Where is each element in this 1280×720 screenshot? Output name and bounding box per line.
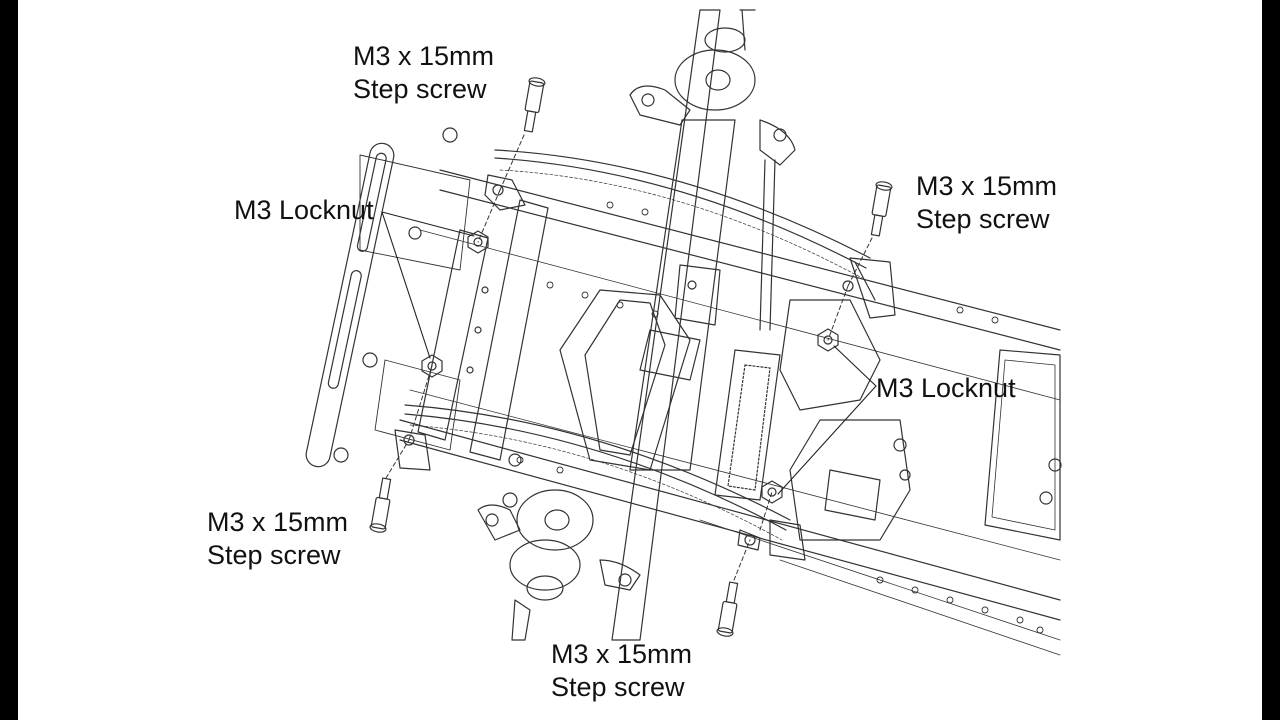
callout-line-part: M3 Locknut (876, 373, 1016, 403)
callout-line-size: M3 x 15mm (916, 171, 1058, 201)
callout-step-screw-top-right: M3 x 15mm Step screw (916, 170, 1057, 236)
cross-members (417, 199, 549, 461)
locknut-bottom-right (761, 480, 783, 504)
assembly-lines (385, 134, 873, 581)
right-black-bar (1262, 0, 1280, 720)
top-axle-housing (629, 27, 796, 331)
callout-line-part: Step screw (551, 672, 685, 702)
bottom-axle-housing (477, 453, 641, 641)
step-screw-top-left (523, 77, 546, 133)
left-black-bar (0, 0, 18, 720)
locknut-middle-left (421, 354, 443, 378)
electronics-box (984, 349, 1062, 541)
locknut-top-left (467, 230, 489, 254)
spring-mounts (394, 174, 896, 561)
callout-line-part: M3 Locknut (234, 195, 374, 225)
callout-line-size: M3 x 15mm (551, 639, 693, 669)
leaf-springs (404, 149, 871, 541)
callout-line-part: Step screw (207, 540, 341, 570)
callout-step-screw-bottom-center: M3 x 15mm Step screw (551, 638, 692, 704)
step-screw-top-right (870, 181, 893, 237)
callout-step-screw-bottom-left: M3 x 15mm Step screw (207, 506, 348, 572)
callout-line-size: M3 x 15mm (353, 41, 495, 71)
callout-line-part: Step screw (353, 74, 487, 104)
step-screws (369, 77, 893, 637)
callout-locknut-right: M3 Locknut (876, 372, 1016, 405)
callout-locknut-left: M3 Locknut (234, 194, 374, 227)
step-screw-bottom-center (716, 581, 739, 637)
gearbox (559, 264, 911, 541)
locknuts (421, 230, 839, 504)
front-bumper (305, 127, 471, 468)
callout-line-size: M3 x 15mm (207, 507, 349, 537)
locknut-right (817, 328, 839, 352)
step-screw-bottom-left (369, 477, 392, 533)
leader-lines (381, 211, 877, 495)
callout-line-part: Step screw (916, 204, 1050, 234)
callout-step-screw-top-left: M3 x 15mm Step screw (353, 40, 494, 106)
chassis-frame (399, 169, 1061, 656)
